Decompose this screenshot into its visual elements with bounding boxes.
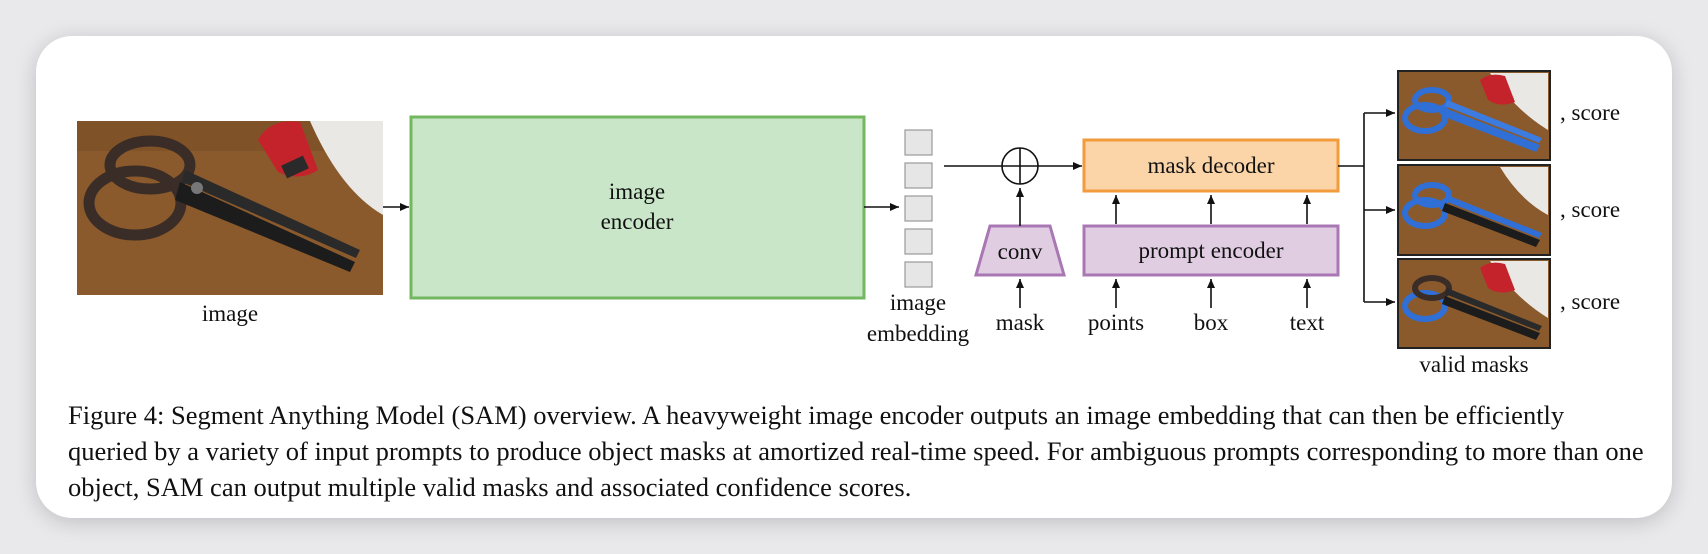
mask-input-label: mask xyxy=(996,310,1045,335)
figure-caption: Figure 4: Segment Anything Model (SAM) o… xyxy=(68,400,1644,502)
prompt-encoder-label: prompt encoder xyxy=(1139,238,1284,263)
prompt-input-points: points xyxy=(1088,310,1144,335)
prompt-input-box: box xyxy=(1194,310,1229,335)
mask-decoder-label: mask decoder xyxy=(1147,153,1274,178)
score-label-3: , score xyxy=(1560,289,1620,314)
score-label-1: , score xyxy=(1560,100,1620,125)
input-image-label: image xyxy=(202,301,258,326)
decoder-output-branches xyxy=(1338,109,1395,306)
image-embedding-label-line2: embedding xyxy=(867,321,970,346)
score-label-2: , score xyxy=(1560,197,1620,222)
image-embedding-squares xyxy=(904,129,933,288)
conv-label: conv xyxy=(998,239,1043,264)
input-image xyxy=(77,121,383,295)
prompt-input-text: text xyxy=(1290,310,1325,335)
conv-block xyxy=(974,224,1066,277)
output-mask-1 xyxy=(1397,70,1551,161)
image-embedding-label-line1: image xyxy=(890,290,946,315)
sum-circle-icon xyxy=(1001,147,1039,185)
output-mask-2 xyxy=(1397,164,1551,256)
image-encoder-label-line2: encoder xyxy=(601,209,674,234)
image-encoder-block xyxy=(409,115,866,300)
image-encoder-label-line1: image xyxy=(609,179,665,204)
valid-masks-label: valid masks xyxy=(1419,352,1528,377)
output-mask-3 xyxy=(1397,258,1551,349)
prompt-encoder-block xyxy=(1082,224,1340,277)
